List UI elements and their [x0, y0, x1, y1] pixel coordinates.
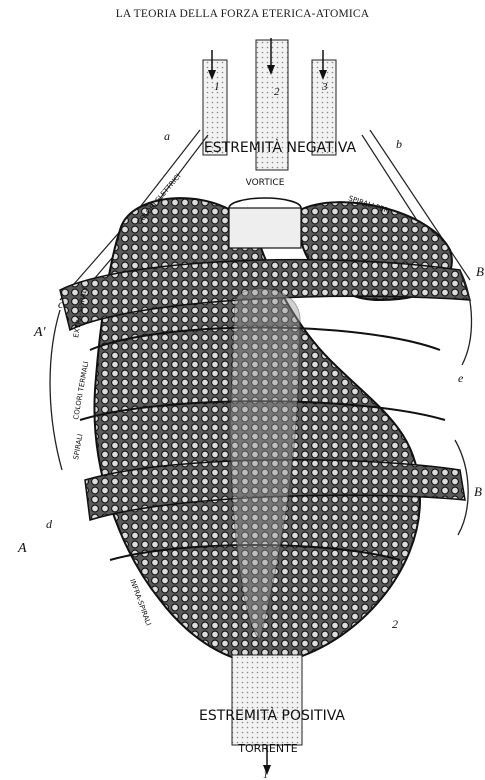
torrent-label: TORRENTE [237, 742, 298, 755]
marker-B-top: B [476, 264, 484, 279]
stream-marker-2: 2 [274, 86, 280, 98]
stream-marker-3: 3 [321, 81, 328, 93]
marker-B-mid: B [474, 484, 482, 499]
marker-c: c [58, 297, 64, 311]
negative-end-label: ESTREMITÀ NEGATIVA [204, 139, 357, 156]
spirals-label: SPIRALI [72, 433, 84, 460]
marker-A-prime: A' [33, 325, 47, 340]
stream-marker-1: 1 [214, 81, 220, 93]
thermal-colors-left-label: COLORI TERMALI [72, 361, 90, 421]
positive-end-label: ESTREMITÀ POSITIVA [199, 707, 345, 724]
marker-a: a [164, 129, 170, 143]
marker-e: e [458, 371, 464, 385]
coiled-body [60, 198, 470, 664]
marker-A: A [17, 541, 27, 556]
vortex-label: VORTICE [246, 178, 285, 188]
marker-b-lower: b [396, 137, 402, 151]
marker-d: d [46, 517, 53, 531]
marker-bottom-1: 1 [263, 770, 268, 780]
marker-num-2: 2 [392, 617, 398, 631]
